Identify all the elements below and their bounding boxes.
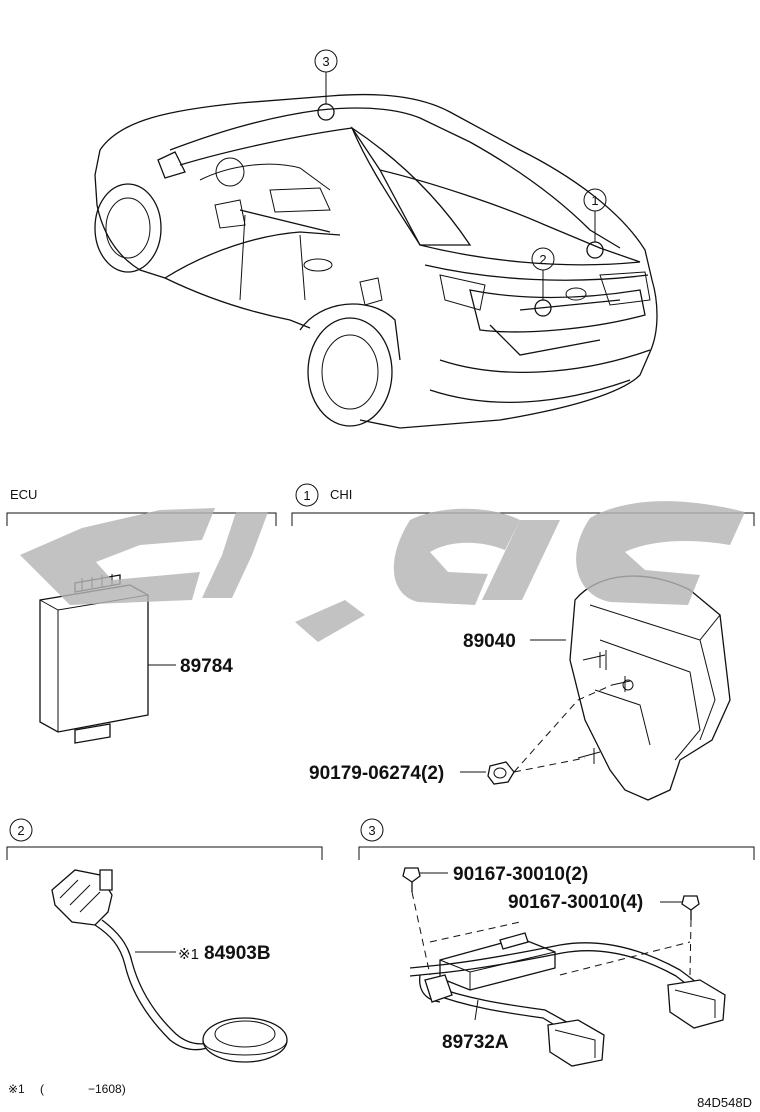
section-ecu-title: ECU [10, 487, 37, 502]
part-number-90167-30010-a[interactable]: 90167-30010(2) [453, 864, 588, 885]
callout-2-label: 2 [539, 252, 546, 267]
section-3-header: 3 [358, 818, 755, 860]
bracket-bolt-a [402, 867, 448, 892]
footnote-range: −1608) [88, 1082, 126, 1096]
section-3-number: 3 [368, 823, 375, 838]
chi-bolt-drawing [460, 684, 613, 785]
part-number-84903B[interactable]: 84903B [204, 943, 271, 964]
bracket-bolt-b [660, 895, 700, 920]
footnote-open: ( [40, 1082, 44, 1096]
footnote: ※1 ( −1608) [8, 1082, 126, 1096]
part-number-89732A[interactable]: 89732A [442, 1032, 509, 1053]
callout-3-label: 3 [322, 54, 329, 69]
drawing-code: 84D548D [697, 1095, 752, 1110]
part-number-89040[interactable]: 89040 [463, 631, 516, 652]
vehicle-callout-2: 2 [531, 247, 555, 271]
watermark-logo [20, 501, 745, 642]
vehicle-callout-1: 1 [583, 188, 607, 212]
antenna-drawing [51, 869, 288, 1063]
section-2-number: 2 [17, 823, 24, 838]
part-number-90179-06274[interactable]: 90179-06274(2) [309, 763, 444, 784]
section-chi-title: CHI [330, 487, 352, 502]
chi-unit-drawing [530, 575, 731, 801]
section-chi-number: 1 [303, 488, 310, 503]
vehicle-callout-3: 3 [314, 49, 338, 73]
bracket-harness-drawing [402, 867, 726, 1067]
section-ecu-header: ECU [6, 487, 277, 526]
section-chi-header: 1 CHI [291, 483, 755, 526]
callout-1-label: 1 [591, 193, 598, 208]
part-number-89784[interactable]: 89784 [180, 656, 233, 677]
antenna-footnote-mark: ※1 [178, 946, 199, 963]
section-2-header: 2 [6, 818, 323, 860]
part-number-90167-30010-b[interactable]: 90167-30010(4) [508, 892, 643, 913]
vehicle-illustration [94, 72, 658, 429]
footnote-mark: ※1 [8, 1082, 25, 1096]
